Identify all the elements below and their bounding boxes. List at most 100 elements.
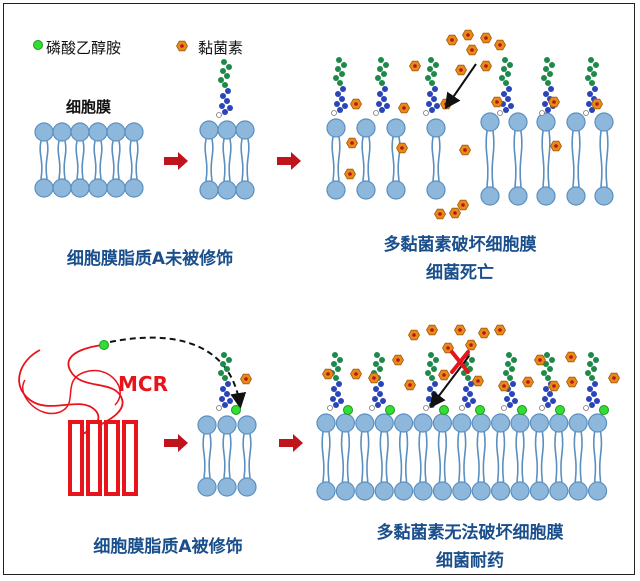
- lipid-tail: [346, 431, 351, 483]
- pea-molecule: [555, 405, 565, 415]
- lipid-tail: [521, 431, 525, 483]
- polymyxin-center: [446, 346, 450, 350]
- lipid-head: [480, 186, 500, 206]
- polymyxin-center: [354, 102, 358, 106]
- mcr-helix: [122, 420, 138, 496]
- lps-sugar: [431, 366, 437, 372]
- lipid-tail: [321, 431, 325, 483]
- lipid-pair: [426, 118, 446, 200]
- lps-sugar: [433, 357, 439, 363]
- polymyxin-center: [461, 203, 465, 207]
- lps-sugar: [425, 370, 431, 376]
- lipid-tail: [57, 140, 61, 180]
- lipid-tail: [398, 431, 403, 483]
- lipid-head: [374, 413, 394, 433]
- lipid-head: [88, 178, 108, 198]
- mcr-helix: [104, 420, 120, 496]
- lipid-pair: [374, 413, 394, 501]
- lps-sugar: [508, 103, 514, 109]
- mcr-helix: [68, 420, 84, 496]
- lps-sugar: [511, 357, 517, 363]
- lipid-head: [536, 186, 556, 206]
- lipid-head: [374, 481, 394, 501]
- polymyxin-center: [326, 372, 330, 376]
- lipid-pair: [471, 413, 491, 501]
- lipid-tail: [385, 431, 389, 483]
- phosphate: [331, 110, 337, 116]
- lps-sugar: [503, 80, 509, 86]
- polymyxin-molecule: [322, 368, 334, 380]
- pea-molecule: [439, 405, 449, 415]
- lipid-head: [124, 122, 144, 142]
- lipid-head: [199, 180, 219, 200]
- polymyxin-molecule: [550, 140, 562, 152]
- lps-sugar: [226, 357, 232, 363]
- lipid-tail: [577, 130, 581, 188]
- polymyxin-center: [552, 100, 556, 104]
- lps-sugar: [219, 396, 225, 402]
- lipid-head: [566, 186, 586, 206]
- lipid-tail: [579, 431, 583, 483]
- polymyxin-molecule: [350, 368, 362, 380]
- lps-sugar: [507, 62, 513, 68]
- polymyxin-center: [350, 141, 354, 145]
- lps-sugar: [501, 66, 507, 72]
- lps-sugar: [428, 352, 434, 358]
- polymyxin-molecule: [472, 375, 484, 387]
- membrane-modified: [197, 415, 257, 497]
- lipid-pair: [491, 413, 511, 501]
- lipid-head: [355, 413, 375, 433]
- lipid-tail: [519, 130, 523, 188]
- lps-sugar: [504, 396, 510, 402]
- lipid-tail: [327, 431, 331, 483]
- process-arrow-1: [164, 152, 188, 170]
- lipid-head: [386, 180, 406, 200]
- polymyxin-molecule: [459, 144, 471, 156]
- lps-sugar: [507, 402, 513, 408]
- process-arrow-2: [277, 152, 301, 170]
- lps-sugar: [218, 370, 224, 376]
- lps-sugar: [377, 66, 383, 72]
- pea-molecule: [385, 405, 395, 415]
- polymyxin-center: [552, 384, 556, 388]
- lps-sugar: [425, 75, 431, 81]
- lps-sugar: [383, 62, 389, 68]
- polymyxin-molecule: [480, 32, 492, 44]
- legend-pea-icon: [33, 40, 43, 50]
- lipid-head: [197, 477, 217, 497]
- lps-sugar: [547, 366, 553, 372]
- lipid-tail: [39, 140, 43, 180]
- lps-sugar: [545, 80, 551, 86]
- lipid-head: [426, 180, 446, 200]
- polymyxin-molecule: [466, 44, 478, 56]
- lipid-tail: [129, 140, 133, 180]
- lps-structure: [216, 352, 233, 411]
- lps-sugar: [591, 71, 597, 77]
- polymyxin-molecule: [344, 168, 356, 180]
- lipid-tail: [111, 140, 115, 180]
- lps-sugar: [224, 391, 230, 397]
- lipid-head: [386, 118, 406, 138]
- lipid-tail: [337, 136, 341, 182]
- pea-molecule: [475, 405, 485, 415]
- lipid-head: [335, 413, 355, 433]
- lipid-tail: [331, 136, 335, 182]
- lipid-tail: [404, 431, 409, 483]
- polymyxin-molecule: [438, 369, 450, 381]
- lipid-pair: [432, 413, 452, 501]
- polymyxin-molecule: [396, 142, 408, 154]
- lipid-pair: [508, 112, 528, 206]
- lipid-pair: [199, 120, 219, 200]
- lps-sugar: [592, 381, 598, 387]
- bottom-right-caption-line2: 细菌耐药: [436, 551, 504, 571]
- lipid-tail: [491, 130, 495, 188]
- phosphate: [373, 110, 379, 116]
- lipid-head: [217, 180, 237, 200]
- lps-sugar: [337, 107, 343, 113]
- lps-sugar: [426, 396, 432, 402]
- lipid-pair: [235, 120, 255, 200]
- lps-sugar: [470, 398, 476, 404]
- lipid-pair: [335, 413, 355, 501]
- lps-sugar: [342, 103, 348, 109]
